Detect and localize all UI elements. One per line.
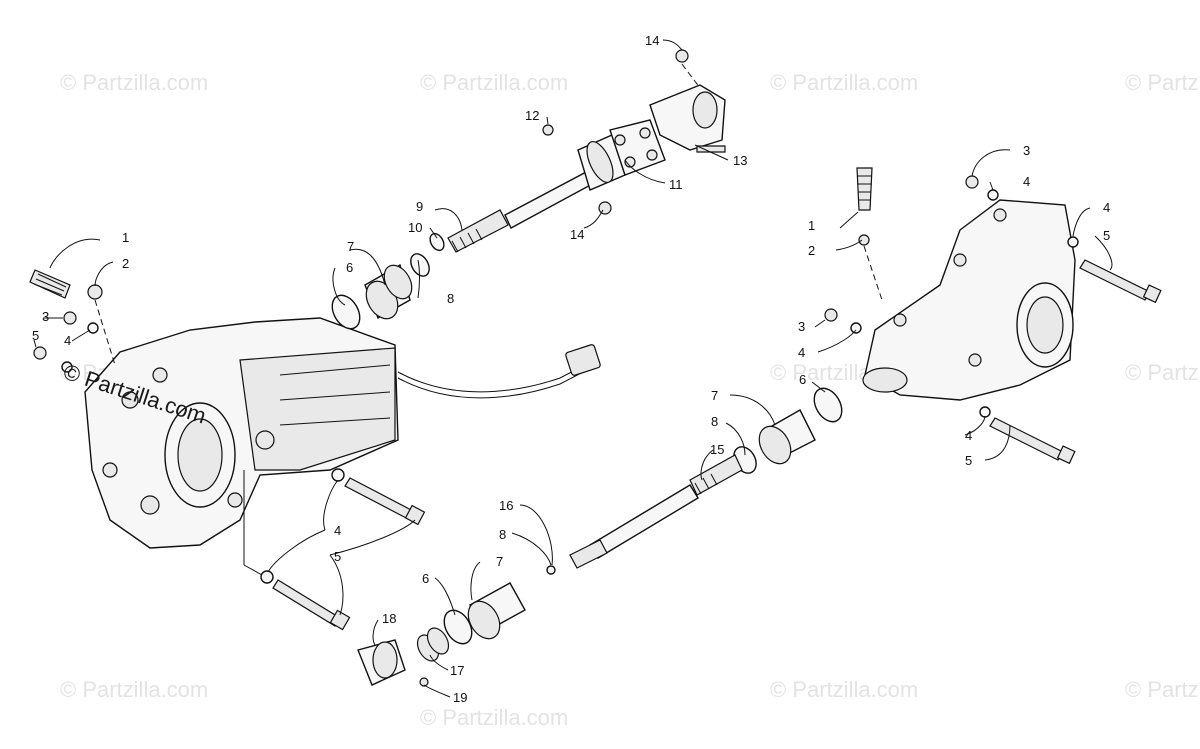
breather-right: [856, 167, 883, 301]
callout-7c: 7: [496, 554, 503, 569]
upper-prop-shaft: [447, 49, 726, 253]
lower-prop-shaft: [357, 387, 843, 687]
watermark-2: © Partzilla.com: [770, 70, 918, 95]
callout-19: 19: [453, 690, 467, 705]
callout-4f: 4: [965, 428, 972, 443]
callout-5d: 5: [965, 453, 972, 468]
watermark-3: © Partzilla.com: [1125, 70, 1200, 95]
callout-9: 9: [416, 199, 423, 214]
callout-14b: 14: [570, 227, 584, 242]
callout-3b: 3: [1023, 143, 1030, 158]
callout-13: 13: [733, 153, 747, 168]
front-gearcase: [84, 317, 601, 549]
left-hardware: [33, 311, 426, 631]
callout-4e: 4: [798, 345, 805, 360]
callout-3a: 3: [42, 309, 49, 324]
callout-6b: 6: [799, 372, 806, 387]
watermark-10: © Partzilla.com: [1125, 677, 1200, 702]
callout-labels: 1 2 3 4 5 4 5 6 7 8 9 10 11 12 13 14 14 …: [32, 33, 1110, 705]
callout-5a: 5: [32, 328, 39, 343]
callout-7b: 7: [711, 388, 718, 403]
right-hardware: [824, 175, 1162, 465]
callout-18: 18: [382, 611, 396, 626]
callout-12: 12: [525, 108, 539, 123]
upper-boot-assembly: [331, 232, 445, 330]
callout-8a: 8: [447, 291, 454, 306]
watermark-7: © Partzilla.com: [60, 677, 208, 702]
callout-3c: 3: [798, 319, 805, 334]
callout-11: 11: [669, 177, 683, 192]
callout-5c: 5: [1103, 228, 1110, 243]
callout-4c: 4: [1023, 174, 1030, 189]
callout-5b: 5: [334, 549, 341, 564]
callout-7a: 7: [347, 239, 354, 254]
watermark-9: © Partzilla.com: [770, 677, 918, 702]
callout-15: 15: [710, 442, 724, 457]
callout-16: 16: [499, 498, 513, 513]
rear-gearcase: [862, 199, 1076, 401]
callout-14a: 14: [645, 33, 659, 48]
callout-1b: 1: [808, 218, 815, 233]
callout-1a: 1: [122, 230, 129, 245]
callout-6c: 6: [422, 571, 429, 586]
leader-lines: [33, 39, 1113, 698]
callout-2b: 2: [808, 243, 815, 258]
callout-10: 10: [408, 220, 422, 235]
callout-4a: 4: [64, 333, 71, 348]
watermark-0: © Partzilla.com: [60, 70, 208, 95]
watermark-1: © Partzilla.com: [420, 70, 568, 95]
callout-8c: 8: [499, 527, 506, 542]
watermark-6: © Partzilla.com: [1125, 360, 1200, 385]
callout-6a: 6: [346, 260, 353, 275]
watermark-8: © Partzilla.com: [420, 705, 568, 730]
callout-4d: 4: [1103, 200, 1110, 215]
callout-4b: 4: [334, 523, 341, 538]
callout-8b: 8: [711, 414, 718, 429]
breather-left: [29, 269, 116, 366]
callout-17: 17: [450, 663, 464, 678]
callout-2a: 2: [122, 256, 129, 271]
